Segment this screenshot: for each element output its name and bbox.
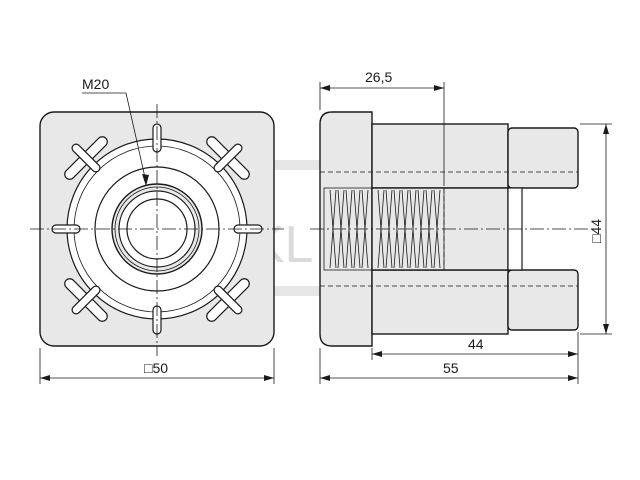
shank-upper (371, 123, 509, 189)
total-length-label: 55 (443, 360, 459, 376)
rib-bottom-right (206, 278, 250, 322)
insert-depth-dimension: 26,5 (319, 69, 445, 186)
shank-length-label: 44 (468, 336, 484, 352)
finger-lower (507, 269, 579, 331)
shank-width-label: □44 (588, 219, 604, 243)
thread-callout: M20 (82, 76, 149, 186)
thread-size-label: M20 (82, 76, 109, 92)
total-length-dimension: 55 (319, 348, 579, 384)
diagonal-ribs (64, 136, 250, 322)
width-label: □50 (144, 360, 168, 376)
width-dimension: □50 (39, 348, 275, 384)
rib-bottom-left (64, 278, 108, 322)
shank-length-dimension: 44 (371, 332, 579, 360)
rib-top-left (64, 136, 108, 180)
rib-top-right (206, 136, 250, 180)
shank-width-dimension: □44 (580, 123, 612, 335)
front-view: M20 □50 (30, 76, 284, 384)
insert-depth-label: 26,5 (365, 69, 392, 85)
shank-lower (371, 269, 509, 335)
side-view: 26,5 □44 44 55 (310, 69, 612, 384)
finger-upper (507, 127, 579, 189)
